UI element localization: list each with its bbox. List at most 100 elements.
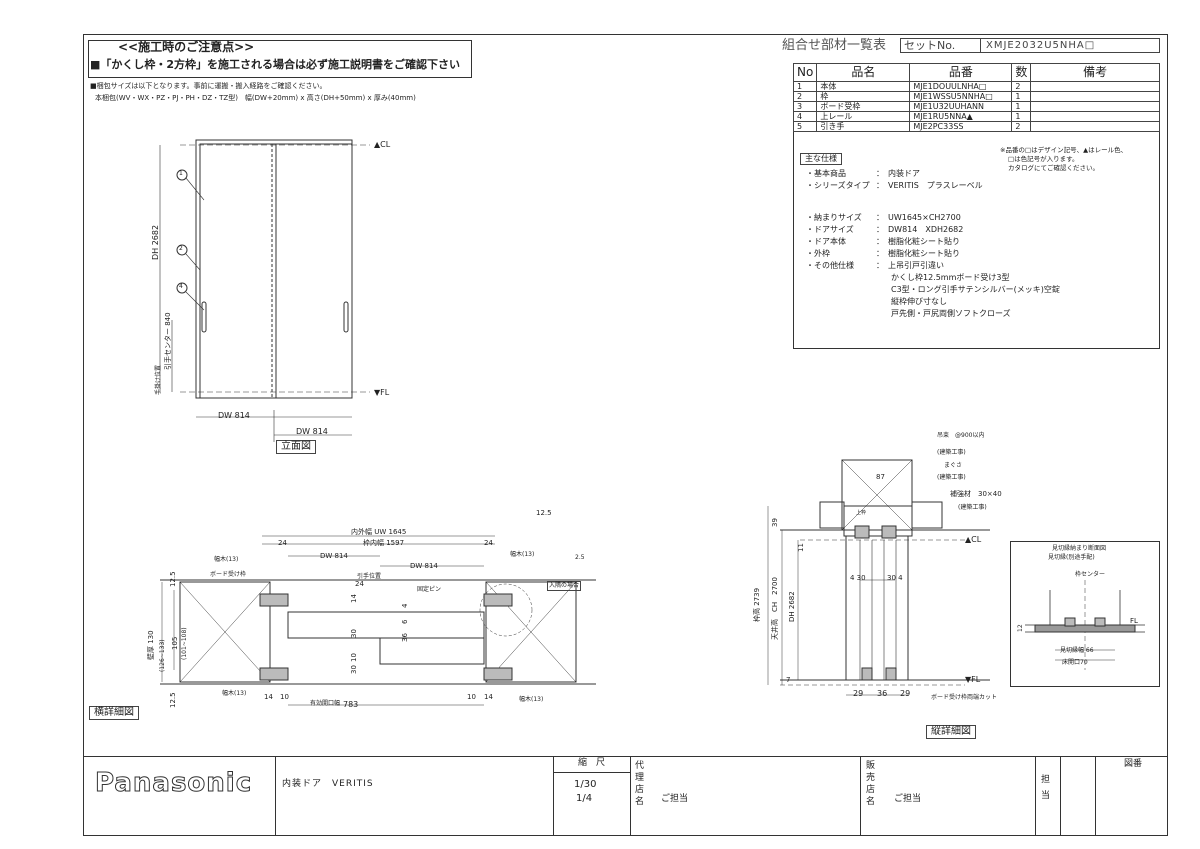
h-haba13d: 幅木(13) [519, 696, 544, 703]
elevation-dw-2: DW 814 [296, 427, 328, 436]
floor-12: 12 [1017, 624, 1024, 632]
tanto-label: 担当 [1041, 775, 1051, 801]
spec-row: ・ドア本体： 樹脂化粧シート貼り [806, 237, 960, 246]
notice-note-1: ■梱包サイズは以下となります。事前に運搬・搬入経路をご確認ください。 [90, 82, 327, 90]
h-opening: 有効開口幅 [310, 700, 341, 707]
mark-2: 2 [179, 245, 183, 252]
col-note: 備考 [1030, 63, 1160, 82]
set-no-divider [980, 38, 981, 53]
mark-1-icon [176, 169, 188, 181]
floor-fl: FL [1130, 617, 1138, 625]
h-36: 36 [401, 633, 409, 642]
row-qty: 1 [1011, 101, 1032, 112]
h-opening-value: 783 [343, 700, 359, 709]
h-hiki: 引手位置 [357, 573, 382, 580]
spec-row: ・その他仕様： 上吊引戸引違い [806, 261, 944, 270]
parts-list-title: 組合せ部材一覧表 [782, 38, 887, 53]
vertical-caption: 縦詳細図 [926, 725, 976, 739]
floor-subtitle: 見切縁(別途手配) [1048, 554, 1095, 561]
elevation-handle-note: 手掛け位置 [155, 364, 162, 395]
mark-1: 1 [179, 170, 183, 177]
parts-header-row: No 品名 品番 数 備考 [792, 63, 1160, 82]
notice-warning: ■「かくし枠・2方枠」を施工される場合は必ず施工説明書をご確認下さい [90, 58, 461, 71]
col-qty: 数 [1011, 63, 1032, 82]
title-block [83, 756, 1168, 837]
table-row: 1 本体 MJE1DOUULNHA□ 2 [792, 81, 1160, 92]
horizontal-caption: 横詳細図 [89, 706, 139, 720]
h-kotei: 固定ピン [417, 586, 442, 593]
handle-right-icon [343, 301, 349, 333]
row-no: 3 [792, 101, 818, 112]
h-wall: 壁厚 130 [147, 630, 155, 660]
floor-w66: 見切縁幅 66 [1060, 647, 1094, 654]
horizontal-detail-drawing [160, 535, 596, 706]
v-430a: 4 30 [850, 574, 866, 582]
spec-row: ・基本商品： 内装ドア [806, 169, 920, 178]
v-29a: 29 [853, 689, 864, 698]
col-name: 品名 [816, 63, 911, 82]
agent-person: ご担当 [661, 794, 689, 804]
v-kenchiku-2: (建築工事) [937, 474, 966, 481]
row-code: MJE1WSSU5NNHA□ [909, 91, 1013, 102]
scale-2: 1/4 [576, 793, 593, 804]
spec-row: ・ドアサイズ： DW814 XDH2682 [806, 225, 964, 234]
h-30b: 30 [350, 665, 358, 674]
h-24b: 24 [484, 539, 493, 547]
door-frame-outline [195, 139, 353, 399]
v-cut: ボード受け枠両端カット [931, 694, 998, 701]
row-qty: 2 [1011, 81, 1032, 92]
h-24c: 24 [355, 580, 364, 588]
row-no: 2 [792, 91, 818, 102]
v-cl: ▲CL [965, 535, 982, 544]
row-qty: 1 [1011, 111, 1032, 122]
door-leaf-section [287, 611, 485, 639]
elevation-caption: 立面図 [276, 440, 316, 454]
v-39: 39 [771, 518, 779, 527]
v-7: 7 [786, 676, 791, 684]
drawing-frame [83, 34, 1168, 836]
floor-center: 枠センター [1075, 571, 1106, 578]
row-note [1030, 81, 1160, 92]
elevation-drawing [159, 139, 370, 442]
v-fl: ▼FL [965, 675, 981, 684]
v-ch: 天井高 CH 2700 [771, 577, 779, 640]
row-code: MJE1U32UUHANN [909, 101, 1013, 112]
h-10b: 10 [467, 693, 476, 701]
h-125b: 12.5 [169, 692, 177, 708]
h-105: 105 [171, 636, 179, 650]
h-125a: 12.5 [169, 571, 177, 587]
v-dh: DH 2682 [788, 591, 796, 622]
dealer-label: 販売店名 [866, 761, 876, 807]
h-board: ボード受け枠 [210, 571, 247, 578]
row-no: 5 [792, 121, 818, 132]
table-row: 2 枠 MJE1WSSU5NNHA□ 1 [792, 91, 1160, 102]
v-11: 11 [797, 543, 805, 552]
h-6: 6 [401, 619, 409, 624]
spec-extra: かくし枠12.5mmボード受け3型 [891, 273, 1010, 282]
spec-row: ・シリーズタイプ： VERITIS プラスレーベル [806, 181, 983, 190]
parts-footnote-1: ※品番の□はデザイン記号、▲はレール色、 [1000, 146, 1128, 154]
v-36: 36 [877, 689, 888, 698]
elevation-dh: DH 2682 [151, 224, 160, 260]
vertical-detail-drawing [767, 459, 990, 696]
brand-logo: Panasonic [94, 768, 253, 798]
v-rail: 上枠 [856, 510, 867, 516]
h-4: 4 [401, 603, 409, 608]
v-kenchiku-3: (建築工事) [958, 504, 987, 511]
row-no: 1 [792, 81, 818, 92]
spec-label: 主な仕様 [800, 153, 842, 165]
h-haba13a: 幅木(13) [214, 556, 239, 563]
floor-title: 見切縁納まり断面図 [1052, 545, 1107, 552]
spec-extra: 戸先側・戸尻両側ソフトクローズ [891, 309, 1011, 318]
h-30: 30 [350, 629, 358, 638]
row-name: 引き手 [816, 121, 911, 132]
row-name: ボード受枠 [816, 101, 911, 112]
notice-note-2: 本梱包(WV・WX・PZ・PJ・PH・DZ・TZ型) 幅(DW+20mm) x … [95, 94, 416, 102]
v-magusa: まぐさ [944, 462, 963, 469]
row-note [1030, 121, 1160, 132]
elevation-cl: ▲CL [374, 140, 391, 149]
h-haba13c: 幅木(13) [222, 690, 247, 697]
agent-label: 代理店名 [635, 761, 645, 807]
product-name: 内装ドア VERITIS [282, 779, 374, 789]
handle-left-icon [201, 301, 207, 333]
